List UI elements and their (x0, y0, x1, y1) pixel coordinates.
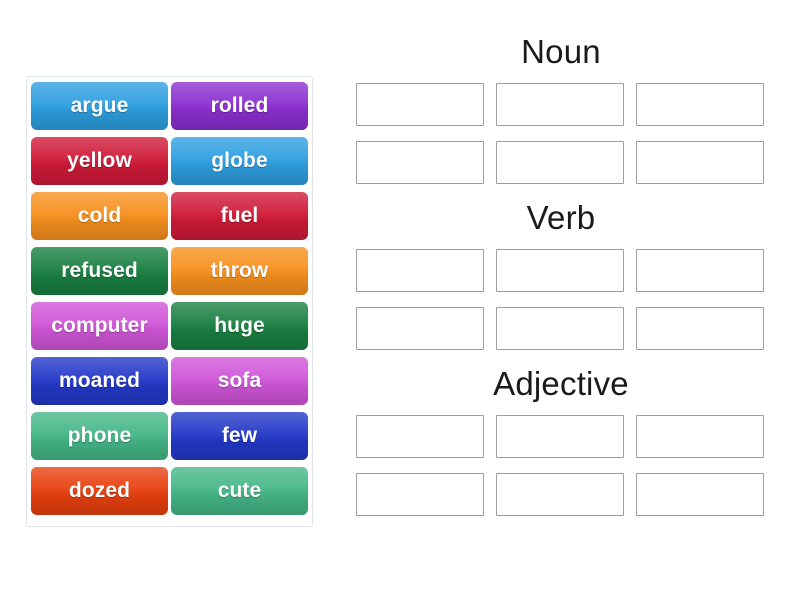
word-tile[interactable]: argue (31, 82, 168, 130)
drop-slot[interactable] (496, 473, 624, 516)
drop-slot[interactable] (636, 473, 764, 516)
drop-slot[interactable] (496, 83, 624, 126)
drop-slot[interactable] (636, 83, 764, 126)
drop-slot[interactable] (636, 415, 764, 458)
word-tile-label: argue (70, 94, 129, 117)
drop-slot[interactable] (356, 83, 484, 126)
drop-slot[interactable] (496, 249, 624, 292)
word-tile[interactable]: few (171, 412, 308, 460)
drop-slot[interactable] (356, 415, 484, 458)
category-adjective: Adjective (356, 362, 766, 516)
category-sections: Noun Verb Adjective (356, 30, 766, 528)
word-tile[interactable]: yellow (31, 137, 168, 185)
word-tile[interactable]: rolled (171, 82, 308, 130)
word-tile[interactable]: computer (31, 302, 168, 350)
drop-slot[interactable] (496, 141, 624, 184)
drop-slot-grid-verb (356, 249, 766, 350)
drop-slot-grid-adjective (356, 415, 766, 516)
drop-slot[interactable] (636, 249, 764, 292)
word-tile[interactable]: huge (171, 302, 308, 350)
word-tile-grid: argue rolled yellow globe cold fuel refu… (31, 81, 308, 522)
word-tile-panel: argue rolled yellow globe cold fuel refu… (26, 76, 313, 527)
word-tile-label: refused (61, 259, 138, 282)
word-tile-label: throw (210, 259, 269, 282)
word-tile-label: rolled (210, 94, 269, 117)
category-title-verb: Verb (526, 199, 596, 236)
word-tile[interactable]: throw (171, 247, 308, 295)
word-tile[interactable]: dozed (31, 467, 168, 515)
word-tile-label: moaned (58, 369, 141, 392)
word-tile[interactable]: refused (31, 247, 168, 295)
drop-slot[interactable] (356, 307, 484, 350)
word-tile-label: computer (51, 314, 148, 337)
word-tile-label: few (221, 424, 258, 447)
drop-slot[interactable] (636, 141, 764, 184)
word-tile-label: phone (67, 424, 132, 447)
word-tile-label: yellow (67, 149, 132, 172)
drop-slot[interactable] (636, 307, 764, 350)
drop-slot[interactable] (496, 307, 624, 350)
category-title-adjective: Adjective (493, 365, 629, 402)
word-tile-label: huge (214, 314, 265, 337)
drop-slot-grid-noun (356, 83, 766, 184)
category-noun: Noun (356, 30, 766, 184)
word-tile[interactable]: phone (31, 412, 168, 460)
word-tile[interactable]: cute (171, 467, 308, 515)
word-tile[interactable]: moaned (31, 357, 168, 405)
word-tile-label: cold (77, 204, 122, 227)
word-tile[interactable]: cold (31, 192, 168, 240)
word-tile-label: fuel (220, 204, 259, 227)
word-tile[interactable]: fuel (171, 192, 308, 240)
category-verb: Verb (356, 196, 766, 350)
drop-slot[interactable] (356, 141, 484, 184)
drop-slot[interactable] (496, 415, 624, 458)
word-tile[interactable]: sofa (171, 357, 308, 405)
word-tile-label: dozed (68, 479, 131, 502)
word-tile[interactable]: globe (171, 137, 308, 185)
word-tile-label: globe (211, 149, 268, 172)
category-title-noun: Noun (521, 33, 601, 70)
drop-slot[interactable] (356, 249, 484, 292)
word-tile-label: sofa (217, 369, 262, 392)
drop-slot[interactable] (356, 473, 484, 516)
word-tile-label: cute (217, 479, 262, 502)
